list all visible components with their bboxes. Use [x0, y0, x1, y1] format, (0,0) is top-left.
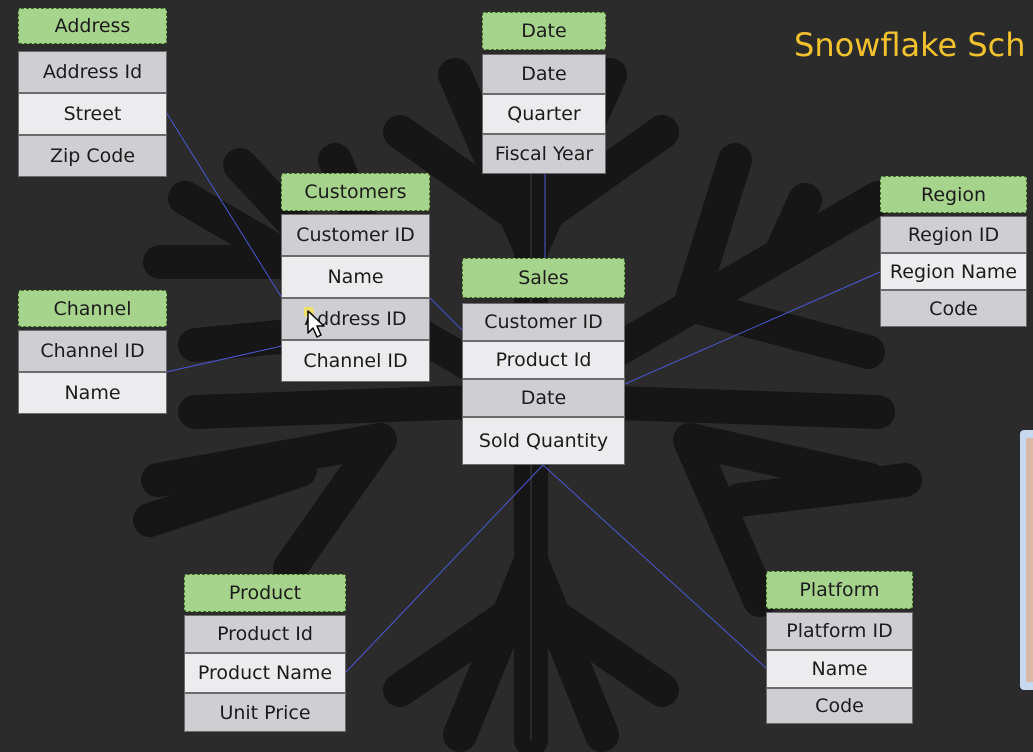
- region-table-header[interactable]: Region: [880, 176, 1027, 213]
- sales-row-date[interactable]: Date: [462, 379, 625, 417]
- channel-table[interactable]: Channel Channel ID Name: [18, 290, 167, 414]
- diagram-title: Snowflake Sch: [794, 26, 1026, 64]
- date-row-quarter[interactable]: Quarter: [482, 94, 606, 134]
- product-table-header[interactable]: Product: [184, 574, 346, 612]
- product-row-unit-price[interactable]: Unit Price: [184, 693, 346, 732]
- customers-table[interactable]: Customers Customer ID Name Address ID Ch…: [281, 173, 430, 383]
- date-table[interactable]: Date Date Quarter Fiscal Year: [482, 12, 606, 174]
- address-table[interactable]: Address Address Id Street Zip Code: [18, 8, 167, 178]
- product-row-product-id[interactable]: Product Id: [184, 615, 346, 653]
- channel-row-channel-id[interactable]: Channel ID: [18, 330, 167, 372]
- date-table-header[interactable]: Date: [482, 12, 606, 50]
- sales-row-sold-quantity[interactable]: Sold Quantity: [462, 417, 625, 465]
- sales-row-product-id[interactable]: Product Id: [462, 341, 625, 379]
- platform-row-name[interactable]: Name: [766, 650, 913, 688]
- region-table[interactable]: Region Region ID Region Name Code: [880, 176, 1027, 328]
- customers-row-name[interactable]: Name: [281, 256, 430, 298]
- platform-row-platform-id[interactable]: Platform ID: [766, 612, 913, 650]
- platform-table[interactable]: Platform Platform ID Name Code: [766, 571, 913, 724]
- product-row-product-name[interactable]: Product Name: [184, 653, 346, 693]
- sales-table[interactable]: Sales Customer ID Product Id Date Sold Q…: [462, 258, 625, 465]
- date-row-fiscal-year[interactable]: Fiscal Year: [482, 134, 606, 174]
- address-row-street[interactable]: Street: [18, 93, 167, 135]
- customers-table-header[interactable]: Customers: [281, 173, 430, 211]
- platform-row-code[interactable]: Code: [766, 688, 913, 724]
- channel-table-header[interactable]: Channel: [18, 290, 167, 327]
- channel-row-name[interactable]: Name: [18, 372, 167, 414]
- webcam-image: [1026, 438, 1033, 682]
- region-row-region-name[interactable]: Region Name: [880, 253, 1027, 290]
- relationship-connectors: [165, 111, 881, 673]
- product-table[interactable]: Product Product Id Product Name Unit Pri…: [184, 574, 346, 732]
- region-row-code[interactable]: Code: [880, 290, 1027, 327]
- sales-table-header[interactable]: Sales: [462, 258, 625, 298]
- address-row-address-id[interactable]: Address Id: [18, 51, 167, 93]
- date-row-date[interactable]: Date: [482, 54, 606, 94]
- customers-row-channel-id[interactable]: Channel ID: [281, 340, 430, 382]
- customers-row-address-id[interactable]: Address ID: [281, 298, 430, 340]
- region-row-region-id[interactable]: Region ID: [880, 216, 1027, 253]
- address-table-header[interactable]: Address: [18, 8, 167, 44]
- address-row-zip-code[interactable]: Zip Code: [18, 135, 167, 177]
- platform-table-header[interactable]: Platform: [766, 571, 913, 609]
- mouse-cursor-icon: [304, 307, 325, 338]
- sales-row-customer-id[interactable]: Customer ID: [462, 303, 625, 341]
- customers-row-customer-id[interactable]: Customer ID: [281, 214, 430, 256]
